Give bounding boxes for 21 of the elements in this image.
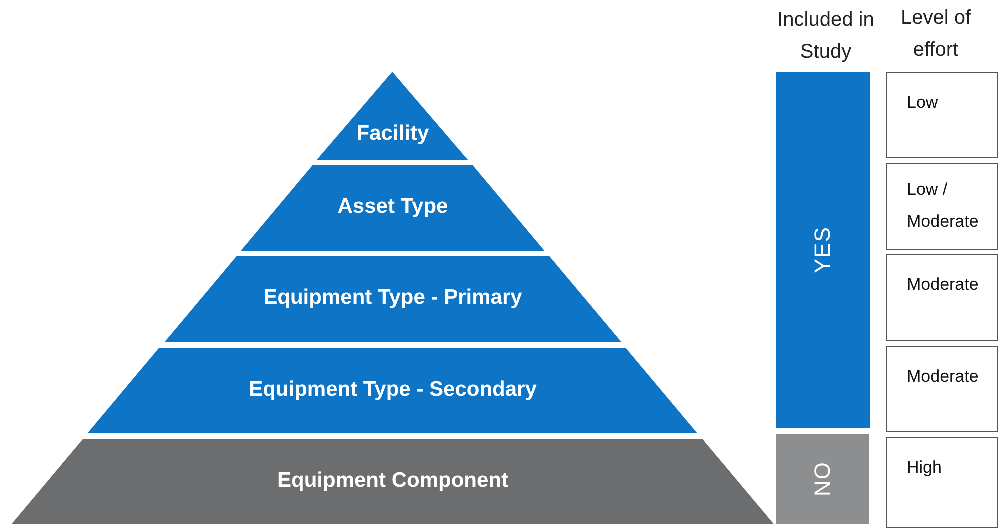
- effort-level: Low / Moderate: [907, 179, 980, 233]
- effort-level: Moderate: [907, 366, 980, 388]
- tier-label: Facility: [356, 122, 430, 146]
- effort-cell: [886, 163, 998, 250]
- excluded-bar: [776, 434, 869, 524]
- tier-label: Equipment Type - Primary: [262, 286, 524, 310]
- bar-label: NO: [810, 462, 836, 496]
- column-header: Level of effort: [900, 6, 972, 63]
- tier-label: Equipment Type - Secondary: [248, 378, 538, 402]
- effort-level: Low: [907, 92, 940, 114]
- effort-level: Moderate: [907, 274, 980, 296]
- effort-cell: [886, 254, 998, 341]
- bar-label: YES: [810, 226, 836, 274]
- column-header: Included in Study: [776, 8, 876, 65]
- effort-cell: [886, 72, 998, 158]
- tier-label: Asset Type: [336, 195, 450, 219]
- tier-label: Equipment Component: [276, 468, 510, 492]
- effort-cell: [886, 437, 998, 528]
- effort-level: High: [907, 457, 943, 479]
- included-bar: [776, 72, 870, 428]
- effort-cell: [886, 346, 998, 432]
